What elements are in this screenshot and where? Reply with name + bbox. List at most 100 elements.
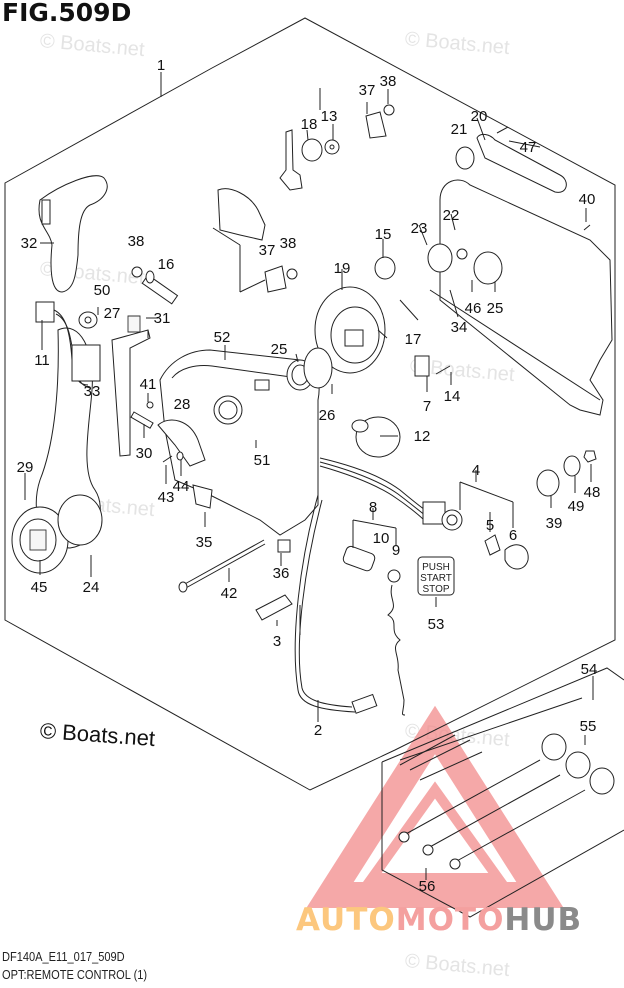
callout-14: 14	[444, 388, 461, 405]
control-lever-handle	[38, 175, 108, 293]
callout-22: 22	[443, 207, 460, 224]
wire-harness	[319, 457, 429, 513]
detent-cam	[157, 419, 206, 467]
callout-16: 16	[158, 256, 175, 273]
svg-text:STOP: STOP	[422, 584, 449, 595]
callout-13: 13	[321, 108, 338, 125]
svg-text:START: START	[420, 573, 452, 584]
callout-39: 39	[546, 515, 563, 532]
trim-switch	[414, 355, 430, 377]
callout-6: 6	[509, 527, 517, 544]
brand-logo-text: AUTOMOTOHUB	[296, 902, 582, 938]
washer	[176, 451, 184, 461]
callout-42: 42	[221, 585, 238, 602]
brand-part-auto: AUTO	[296, 902, 396, 938]
connector	[351, 693, 378, 714]
mounting-kit-parts	[398, 697, 615, 870]
callout-40: 40	[579, 191, 596, 208]
callout-37-mid: 37	[259, 242, 276, 259]
screw	[435, 365, 451, 375]
brand-part-hub: HUB	[504, 902, 583, 938]
oil-seal	[455, 146, 475, 170]
bracket	[264, 265, 287, 293]
callout-15: 15	[375, 226, 392, 243]
callout-27: 27	[104, 305, 121, 322]
key	[484, 534, 501, 556]
callout-34: 34	[451, 319, 468, 336]
callout-21: 21	[451, 121, 468, 138]
svg-text:PUSH: PUSH	[422, 562, 450, 573]
pin	[141, 270, 179, 305]
callout-38-mid: 38	[280, 235, 297, 252]
lever-arm	[11, 327, 103, 574]
brand-triangle-logo	[306, 705, 564, 908]
clip	[277, 539, 291, 553]
screw	[496, 126, 509, 134]
callout-labels: 1 2 3 4 5 6 7 8 9 10 11 12 13 14 15 16 1…	[17, 57, 601, 895]
callout-56: 56	[419, 878, 436, 895]
callout-26: 26	[319, 407, 336, 424]
callout-23: 23	[411, 220, 428, 237]
callout-53: 53	[428, 616, 445, 633]
kit-outline	[381, 667, 624, 918]
cable-clamp	[255, 594, 293, 621]
callout-31: 31	[154, 310, 171, 327]
callout-7: 7	[423, 398, 431, 415]
shaft-collar	[374, 256, 396, 280]
callout-47: 47	[520, 139, 537, 156]
callout-43: 43	[158, 489, 175, 506]
callout-49: 49	[568, 498, 585, 515]
brand-part-moto: MOTO	[395, 902, 505, 938]
callout-38-left: 38	[128, 233, 145, 250]
shift-lever-arm	[279, 129, 340, 191]
callout-8: 8	[369, 499, 377, 516]
callout-25-right: 25	[487, 300, 504, 317]
callout-41: 41	[140, 376, 157, 393]
link-plate	[130, 411, 154, 429]
callout-24: 24	[83, 579, 100, 596]
callout-10: 10	[373, 530, 390, 547]
main-switch	[422, 501, 463, 531]
bracket	[365, 111, 387, 139]
gear-cover	[217, 188, 266, 241]
callout-52: 52	[214, 329, 231, 346]
callout-37-top: 37	[359, 82, 376, 99]
model-code: DF140A_E11_017_509D	[2, 949, 125, 964]
nut	[583, 450, 597, 463]
e-ring	[131, 266, 143, 278]
callout-5: 5	[486, 517, 494, 534]
callout-35: 35	[196, 534, 213, 551]
figure-title: FIG.509D	[2, 0, 132, 27]
e-ring	[383, 104, 395, 116]
buzzer	[351, 416, 401, 458]
e-ring	[286, 268, 298, 280]
callout-3: 3	[273, 633, 281, 650]
callout-20: 20	[471, 108, 488, 125]
assembly-outline	[4, 17, 616, 791]
spring-clip	[192, 484, 213, 509]
callout-44: 44	[173, 478, 190, 495]
callout-55: 55	[580, 718, 597, 735]
callout-9: 9	[392, 542, 400, 559]
callout-18: 18	[301, 116, 318, 133]
screw	[162, 455, 173, 463]
spring	[127, 315, 141, 333]
callout-32: 32	[21, 235, 38, 252]
emergency-stop-switch	[342, 545, 406, 716]
callout-1: 1	[157, 57, 165, 74]
callout-29: 29	[17, 459, 34, 476]
callout-50: 50	[94, 282, 111, 299]
bushing	[303, 347, 333, 389]
washer	[563, 455, 581, 477]
callout-30: 30	[136, 445, 153, 462]
key-cap	[504, 544, 529, 570]
long-screw	[182, 539, 265, 586]
callout-46: 46	[465, 300, 482, 317]
callout-54: 54	[581, 661, 598, 678]
callout-45: 45	[31, 579, 48, 596]
push-start-stop-label: PUSH START STOP	[417, 556, 455, 596]
callout-51: 51	[254, 452, 271, 469]
leader-lines	[24, 72, 594, 880]
